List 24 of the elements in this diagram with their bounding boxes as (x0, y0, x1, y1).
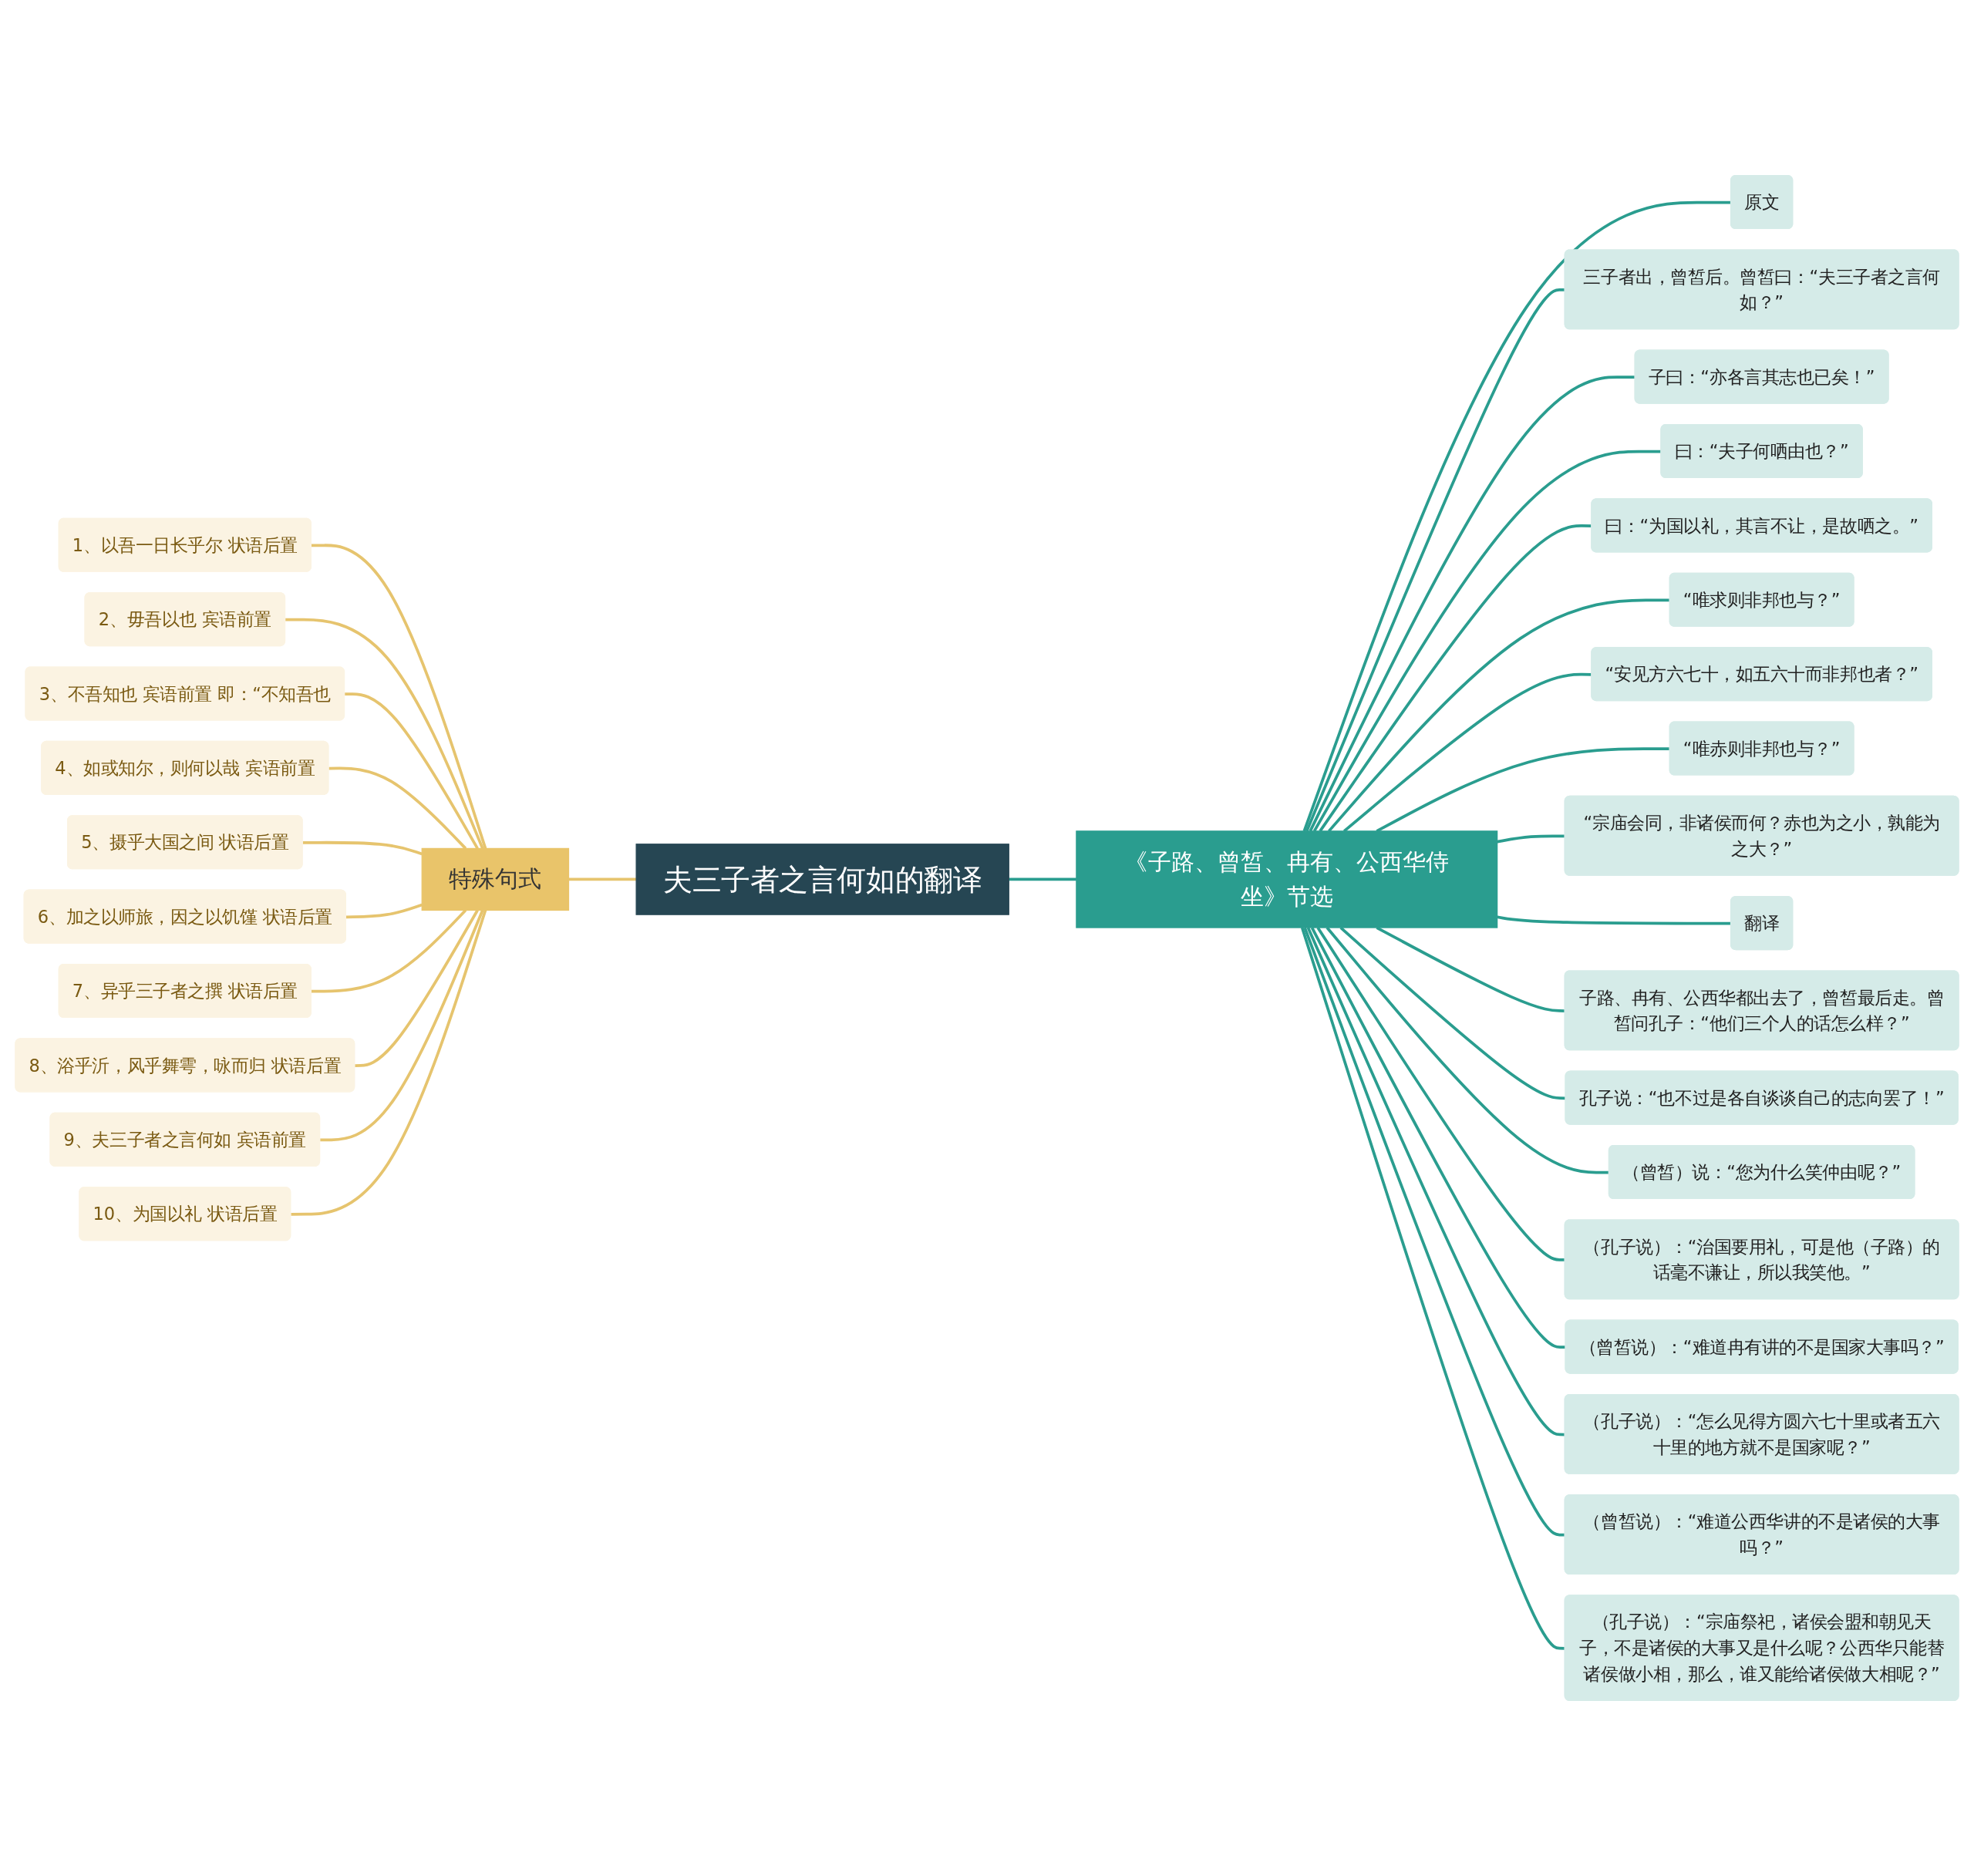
connector (1310, 927, 1566, 1349)
connector (1497, 834, 1565, 844)
connector (1306, 927, 1565, 1436)
connector (311, 909, 467, 993)
node-box: 夫三子者之言何如的翻译 (635, 844, 1009, 915)
connector (1300, 927, 1565, 1650)
connector (345, 692, 479, 850)
connector (345, 903, 423, 919)
connector (1316, 927, 1565, 1261)
connector (1305, 288, 1565, 832)
node-box: 特殊句式 (421, 847, 570, 911)
connector (311, 544, 487, 849)
connector (328, 766, 467, 850)
connector (355, 909, 479, 1067)
connector (285, 618, 484, 850)
connector (302, 840, 423, 856)
connector (1312, 450, 1662, 832)
connector (1303, 927, 1565, 1537)
connector (568, 877, 637, 881)
connector (291, 909, 487, 1216)
node-box: 《子路、曾皙、冉有、公西华侍坐》节选 (1076, 830, 1498, 928)
connector (1009, 877, 1076, 881)
connector (320, 909, 484, 1142)
connector (1309, 376, 1635, 832)
